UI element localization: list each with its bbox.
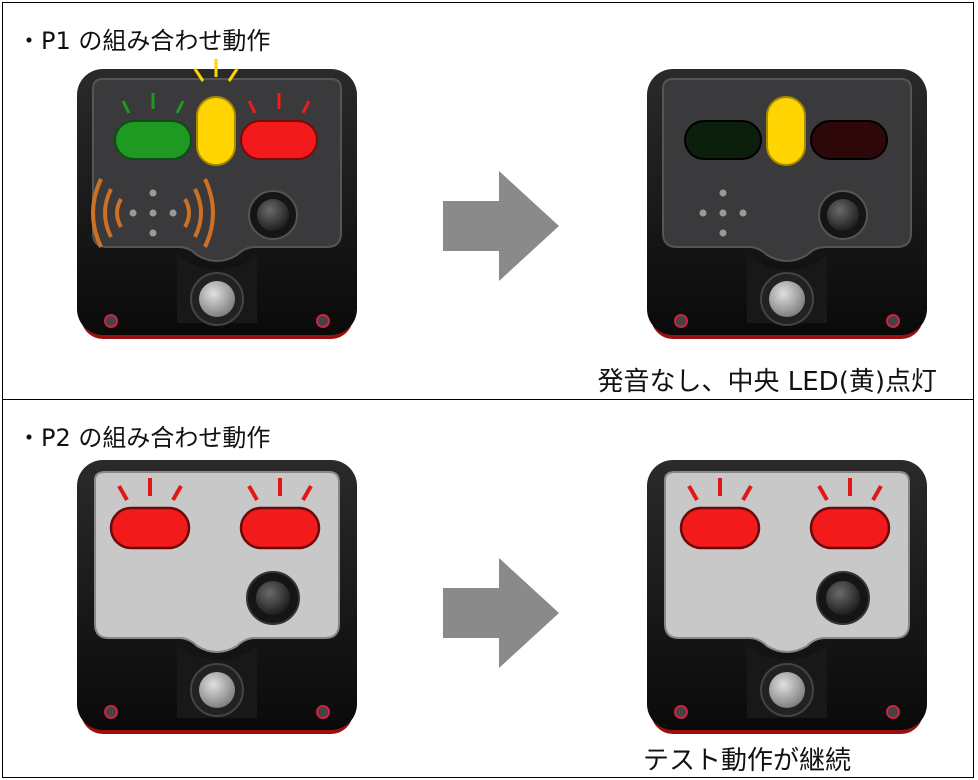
screw-right	[316, 314, 330, 328]
green-led-off	[684, 120, 762, 160]
screw-left	[674, 705, 688, 719]
buzzer-grille	[129, 189, 177, 237]
p1-combination-section: ・P1 の組み合わせ動作	[2, 2, 974, 400]
p1-result-caption: 発音なし、中央 LED(黄)点灯	[597, 367, 938, 397]
test-button-cap	[256, 581, 290, 615]
right-red-led-on	[239, 478, 321, 550]
yellow-led-on	[766, 96, 806, 166]
bottom-button	[199, 281, 235, 317]
bottom-button	[199, 672, 235, 708]
right-red-led-on	[809, 478, 891, 550]
red-led-off	[810, 120, 888, 160]
p2-result-caption: テスト動作が継続	[643, 746, 852, 776]
test-button-cap	[826, 581, 860, 615]
yellow-led-on	[193, 59, 239, 166]
sound-waves-icon	[91, 178, 215, 248]
device-p1-before	[77, 59, 357, 339]
green-led-on	[114, 93, 192, 160]
left-red-led-on	[679, 478, 761, 550]
right-arrow-icon	[443, 558, 559, 668]
p2-heading: ・P2 の組み合わせ動作	[17, 424, 271, 452]
right-arrow-icon	[443, 171, 559, 281]
screw-left	[104, 705, 118, 719]
screw-right	[886, 314, 900, 328]
p1-heading: ・P1 の組み合わせ動作	[17, 27, 271, 55]
red-led-on	[240, 93, 318, 160]
bottom-button	[769, 672, 805, 708]
screw-left	[674, 314, 688, 328]
test-button-cap	[257, 199, 289, 231]
p2-combination-section: ・P2 の組み合わせ動作	[2, 399, 974, 778]
buzzer-grille	[699, 189, 747, 237]
screw-right	[886, 705, 900, 719]
screw-right	[316, 705, 330, 719]
device-p2-after	[647, 460, 927, 734]
device-p2-before	[77, 460, 357, 734]
bottom-button	[769, 281, 805, 317]
screw-left	[104, 314, 118, 328]
device-p1-after	[647, 69, 927, 339]
left-red-led-on	[109, 478, 191, 550]
test-button-cap	[827, 199, 859, 231]
